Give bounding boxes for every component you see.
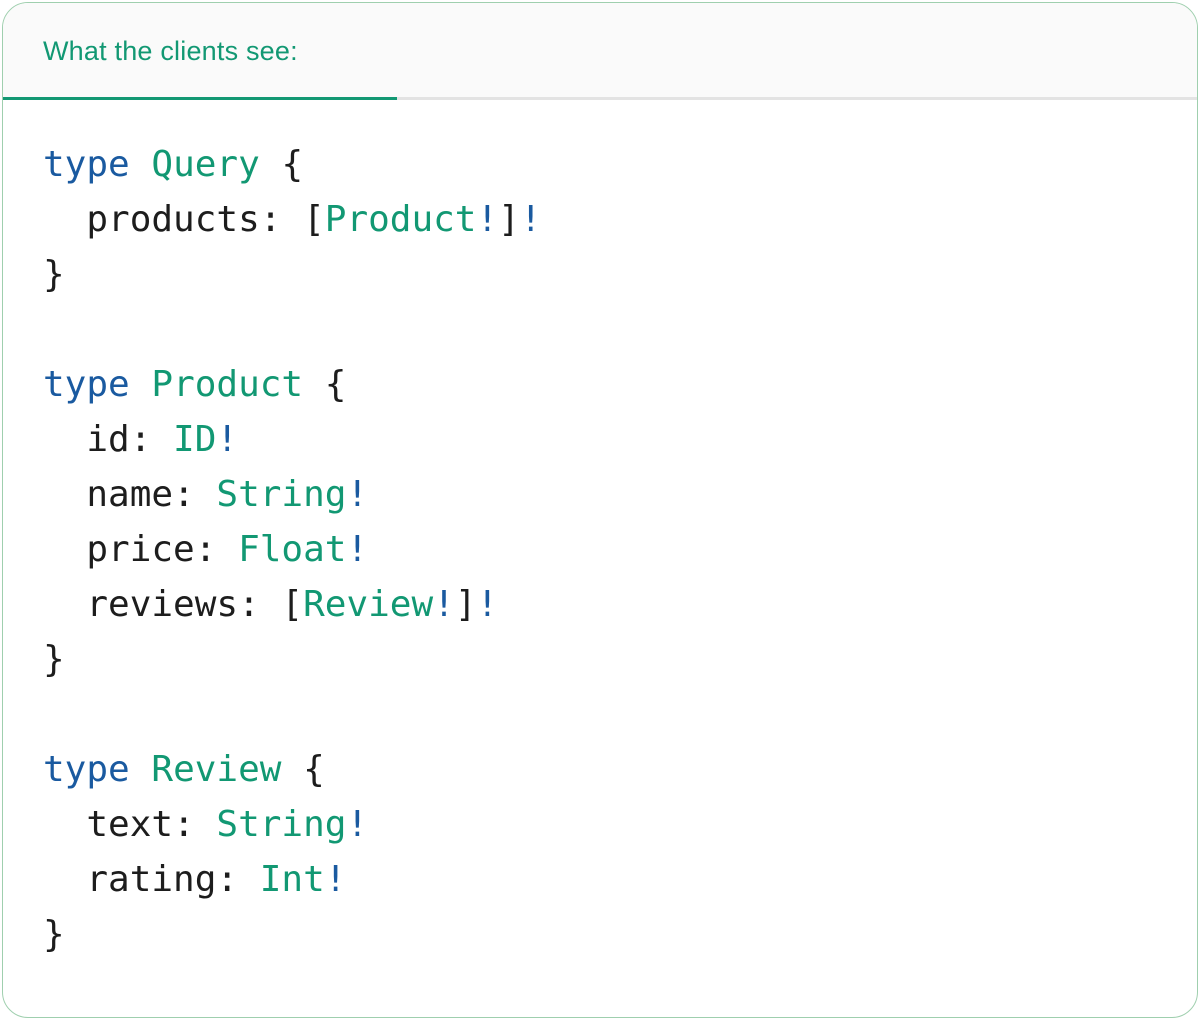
code-token-text: id: <box>43 419 174 460</box>
tab-bar-divider <box>3 97 1197 100</box>
code-token-keyword: type <box>43 749 130 790</box>
active-tab-underline <box>3 97 397 100</box>
code-line: } <box>43 632 1167 687</box>
code-line: } <box>43 247 1167 302</box>
code-line: price: Float! <box>43 522 1167 577</box>
code-line: name: String! <box>43 467 1167 522</box>
code-token-type: Product <box>324 199 477 240</box>
code-token-type: ID <box>173 419 217 460</box>
code-token-text: reviews: [ <box>43 584 304 625</box>
code-line: reviews: [Review!]! <box>43 577 1167 632</box>
code-token-text: } <box>43 254 65 295</box>
code-line: type Product { <box>43 357 1167 412</box>
code-token-text: { <box>303 364 347 405</box>
code-token-text <box>130 749 152 790</box>
code-token-text <box>130 144 152 185</box>
code-token-keyword: ! <box>519 199 542 240</box>
tab-bar: What the clients see: <box>3 3 1197 100</box>
code-token-keyword: ! <box>346 529 369 570</box>
code-line: type Review { <box>43 742 1167 797</box>
graphql-schema-code-block: type Query { products: [Product!]!} type… <box>3 100 1197 962</box>
code-token-type: Query <box>151 144 260 185</box>
code-blank-line <box>43 302 1167 357</box>
code-token-text: { <box>259 144 304 185</box>
code-token-text: ] <box>498 199 520 240</box>
code-token-keyword: ! <box>216 419 239 460</box>
code-line: text: String! <box>43 797 1167 852</box>
code-token-text: rating: <box>43 859 260 900</box>
code-token-type: String <box>216 474 347 515</box>
code-token-keyword: ! <box>476 199 499 240</box>
code-token-text: } <box>43 639 65 680</box>
code-token-keyword: ! <box>433 584 455 625</box>
code-line: type Query { <box>43 137 1167 192</box>
code-token-type: Int <box>259 859 325 900</box>
code-token-keyword: type <box>43 144 130 185</box>
code-token-keyword: type <box>43 364 130 405</box>
code-token-text: text: <box>43 804 217 845</box>
tab-label: What the clients see: <box>43 36 298 66</box>
code-token-text: name: <box>43 474 217 515</box>
code-token-keyword: ! <box>476 584 499 625</box>
code-line: rating: Int! <box>43 852 1167 907</box>
code-token-type: Review <box>303 584 434 625</box>
code-token-type: String <box>216 804 347 845</box>
code-token-text <box>130 364 152 405</box>
code-token-text: { <box>281 749 325 790</box>
code-blank-line <box>43 687 1167 742</box>
code-token-text: products: [ <box>43 199 325 240</box>
code-token-type: Product <box>151 364 304 405</box>
code-line: products: [Product!]! <box>43 192 1167 247</box>
code-token-type: Float <box>238 529 347 570</box>
tab-what-clients-see[interactable]: What the clients see: <box>3 3 397 100</box>
code-line: } <box>43 907 1167 962</box>
code-token-text: } <box>43 914 65 955</box>
code-token-keyword: ! <box>346 804 369 845</box>
code-line: id: ID! <box>43 412 1167 467</box>
code-token-keyword: ! <box>346 474 369 515</box>
code-token-keyword: ! <box>324 859 347 900</box>
code-token-type: Review <box>151 749 282 790</box>
code-token-text: ] <box>454 584 477 625</box>
code-token-text: price: <box>43 529 239 570</box>
